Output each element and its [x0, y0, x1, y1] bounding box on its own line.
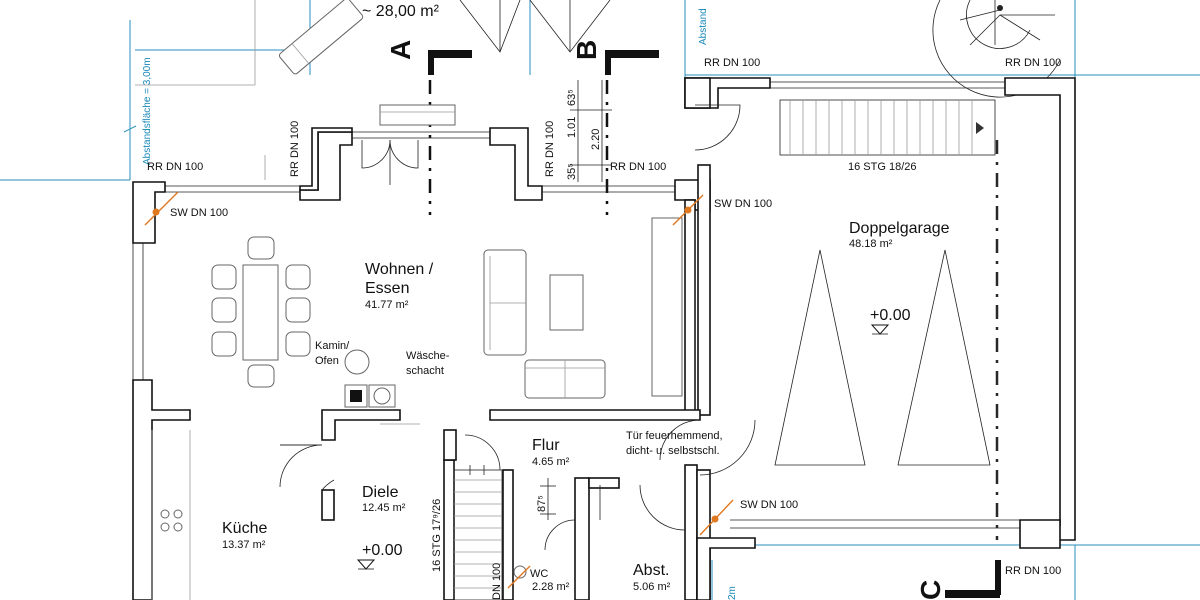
room-wc-area: 2.28 m² [532, 581, 570, 593]
svg-text:A: A [385, 40, 416, 60]
doors [279, 104, 756, 551]
svg-text:C: C [915, 580, 946, 600]
dim-text-2: 1.01 [566, 117, 578, 138]
section-marker-c: C [915, 560, 1001, 600]
room-abst-name: Abst. [633, 562, 669, 579]
level-marker-garage [870, 324, 890, 335]
dim-text-4: 35⁵ [566, 163, 578, 180]
garage-stair-label: 16 STG 18/26 [848, 161, 917, 173]
room-diele-name: Diele [362, 484, 399, 501]
waesche-label-2: schacht [406, 365, 444, 377]
dn-label: DN 100 [491, 563, 503, 600]
room-kueche-area: 13.37 m² [222, 539, 266, 551]
terrace-area: ~ 28,00 m² [362, 3, 440, 20]
sw-label-2: SW DN 100 [714, 198, 772, 210]
dining-table [211, 236, 311, 388]
kitchen-counter [151, 430, 191, 600]
level-marker-diele [356, 559, 376, 570]
room-abst-area: 5.06 m² [633, 581, 671, 593]
distance-label-left: Abstandsfläche = 3,00m [142, 57, 153, 165]
parking-bays [774, 249, 991, 466]
main-stair-label: 16 STG 17⁹/26 [431, 499, 443, 572]
room-wohnen-name-2: Essen [365, 280, 409, 297]
fire-door-label-1: Tür feuerhemmend, [626, 430, 723, 442]
distance-label-bottom: 2m [727, 586, 738, 600]
drain-pipes [144, 191, 734, 589]
room-wc-name: WC [530, 568, 548, 580]
sofa [483, 217, 683, 399]
terrace [135, 0, 1061, 180]
section-marker-a: A [385, 40, 472, 75]
dim-text-3: 2.20 [590, 129, 602, 150]
fire-door-label-2: dicht- u. selbstschl. [626, 445, 720, 457]
sw-label-3: SW DN 100 [740, 499, 798, 511]
main-stair [453, 465, 503, 600]
rr-label-1: RR DN 100 [147, 161, 203, 173]
svg-text:B: B [571, 40, 602, 60]
rr-label-3: RR DN 100 [544, 121, 556, 177]
waesche-label-1: Wäsche- [406, 350, 450, 362]
wc-fixture [513, 565, 527, 579]
rr-label-4: RR DN 100 [610, 161, 666, 173]
sun-lounger [278, 0, 364, 75]
room-garage-level: +0.00 [870, 307, 911, 324]
room-diele-level: +0.00 [362, 542, 403, 559]
dim-text-1: 63⁵ [566, 89, 578, 106]
room-diele-area: 12.45 m² [362, 502, 406, 514]
rr-label-7: RR DN 100 [1005, 565, 1061, 577]
room-kueche-name: Küche [222, 520, 267, 537]
rr-label-6: RR DN 100 [1005, 57, 1061, 69]
rr-label-5: RR DN 100 [704, 57, 760, 69]
kamin-label-2: Ofen [315, 355, 339, 367]
room-wohnen-name-1: Wohnen / [365, 261, 434, 278]
room-garage-area: 48.18 m² [849, 238, 893, 250]
section-marker-b: B [571, 40, 659, 75]
room-wohnen-area: 41.77 m² [365, 299, 409, 311]
kamin-label-1: Kamin/ [315, 340, 350, 352]
fireplace [344, 349, 420, 425]
garage-stair [779, 99, 996, 156]
walls [132, 77, 1076, 600]
dimension-lines [540, 80, 612, 520]
room-garage-name: Doppelgarage [849, 220, 950, 237]
room-flur-name: Flur [532, 437, 560, 454]
distance-label-top-right: Abstand [698, 8, 709, 45]
rr-label-2: RR DN 100 [289, 121, 301, 177]
room-flur-area: 4.65 m² [532, 456, 570, 468]
dim-text-5: 87⁵ [536, 495, 548, 512]
sw-label-1: SW DN 100 [170, 207, 228, 219]
